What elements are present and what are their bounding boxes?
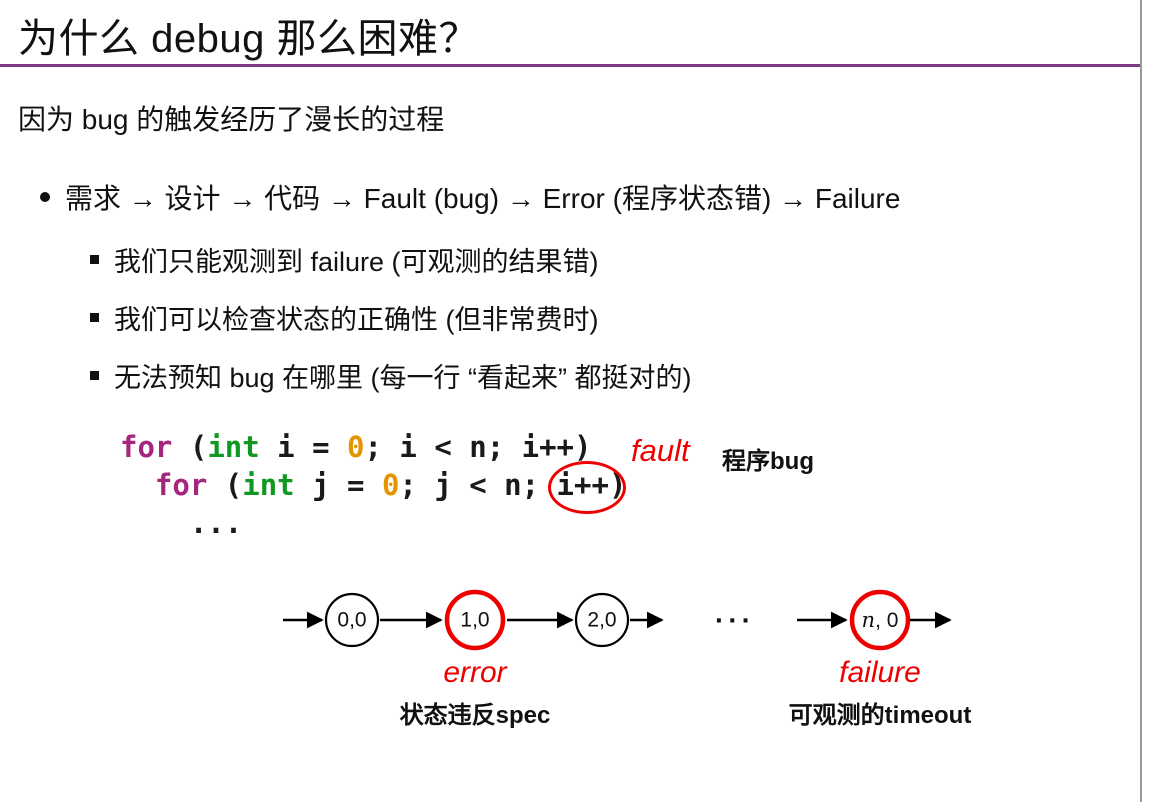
- fault-label: fault: [631, 433, 690, 468]
- sub-bullet-text: 我们可以检查状态的正确性 (但非常费时): [114, 305, 599, 335]
- sub-bullet-text: 无法预知 bug 在哪里 (每一行 “看起来” 都挺对的): [114, 363, 692, 393]
- state-node-error: [444, 589, 506, 651]
- bullet-text: 需求 → 设计 → 代码 → Fault (bug) → Error (程序状态…: [65, 183, 901, 214]
- code-line: for (int i = 0; i < n; i++): [120, 430, 591, 464]
- code-line: ...: [120, 506, 242, 540]
- state-label: 0,0: [337, 609, 366, 632]
- bullet-square-icon: [90, 371, 99, 380]
- code-token: int: [242, 468, 295, 502]
- state-node: [324, 592, 380, 648]
- state-rest: , 0: [875, 609, 898, 632]
- code-token: [120, 468, 155, 502]
- state-node-failure: [849, 589, 911, 651]
- fault-note: 程序bug: [722, 448, 814, 475]
- failure-note: 可观测的timeout: [789, 701, 972, 729]
- state-diagram: 0,0 1,0 2,0 ··· n, 0 error 状态违反spec fail…: [283, 589, 972, 729]
- code-token: 0: [347, 430, 365, 464]
- state-label: 2,0: [587, 609, 616, 632]
- state-label: n, 0: [862, 608, 899, 632]
- code-token: (: [207, 468, 243, 502]
- state-label: 1,0: [460, 609, 489, 632]
- sub-bullet-item: 无法预知 bug 在哪里 (每一行 “看起来” 都挺对的): [90, 356, 692, 395]
- code-token: for: [154, 468, 208, 502]
- bullet-item: 需求 → 设计 → 代码 → Fault (bug) → Error (程序状态…: [40, 177, 900, 217]
- code-token: ...: [120, 506, 243, 540]
- bug-circle-annotation: [548, 461, 626, 514]
- sub-bullet-item: 我们只能观测到 failure (可观测的结果错): [90, 240, 599, 279]
- state-var: n: [862, 608, 876, 632]
- state-node: [574, 592, 630, 648]
- code-token: for: [120, 430, 173, 464]
- code-token: i =: [259, 430, 348, 464]
- page-title: 为什么 debug 那么困难？: [18, 17, 479, 61]
- dots-ellipsis: ···: [715, 605, 755, 636]
- code-token: 0: [381, 468, 400, 502]
- sub-bullet-text: 我们只能观测到 failure (可观测的结果错): [114, 247, 599, 277]
- slide-right-border: [1140, 0, 1142, 802]
- error-note: 状态违反spec: [400, 701, 551, 729]
- intro-text: 因为 bug 的触发经历了漫长的过程: [18, 104, 445, 135]
- bullet-square-icon: [90, 255, 99, 264]
- code-token: (: [172, 430, 208, 464]
- code-token: j =: [294, 468, 382, 502]
- sub-bullet-item: 我们可以检查状态的正确性 (但非常费时): [90, 298, 598, 337]
- bullet-square-icon: [90, 313, 99, 322]
- bullet-dot-icon: [40, 192, 50, 202]
- failure-label: failure: [839, 656, 921, 689]
- code-token: ; j < n;: [399, 468, 557, 502]
- title-divider: [0, 64, 1141, 67]
- code-token: ; i < n; i++): [364, 430, 592, 464]
- error-label: error: [443, 656, 507, 689]
- code-token: int: [207, 430, 260, 464]
